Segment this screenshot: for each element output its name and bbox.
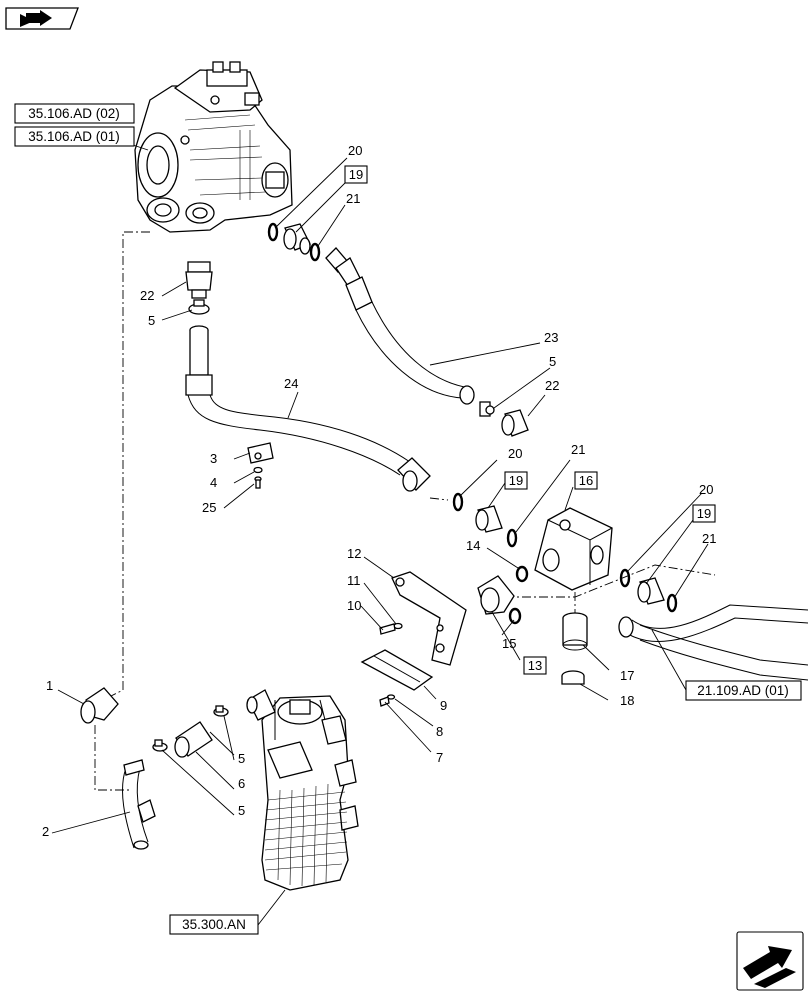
- svg-text:21: 21: [346, 191, 360, 206]
- svg-text:22: 22: [140, 288, 154, 303]
- o-ring-20-top: [267, 222, 279, 242]
- callout-box-19-top: 19: [344, 165, 368, 184]
- svg-text:8: 8: [436, 724, 443, 739]
- hose-2: [121, 759, 156, 850]
- ref-box-35-106-ad-02[interactable]: 35.106.AD (02): [14, 103, 135, 124]
- callout-box-19-mid: 19: [504, 471, 528, 490]
- bracket-3: [247, 442, 274, 464]
- o-ring-15: [508, 607, 522, 625]
- clamp-5-left: [188, 299, 210, 315]
- svg-text:14: 14: [466, 538, 480, 553]
- bracket-12: [391, 571, 467, 666]
- screw-25: [254, 476, 262, 489]
- svg-text:35.300.AN: 35.300.AN: [182, 917, 246, 932]
- clamp-5-bottom-a: [152, 739, 168, 752]
- washer-4: [253, 466, 263, 474]
- svg-text:9: 9: [440, 698, 447, 713]
- svg-text:22: 22: [545, 378, 559, 393]
- o-ring-21-mid: [506, 528, 518, 548]
- fitting-1: [80, 687, 119, 724]
- svg-text:2: 2: [42, 824, 49, 839]
- svg-text:15: 15: [502, 636, 516, 651]
- svg-text:20: 20: [348, 143, 362, 158]
- svg-text:7: 7: [436, 750, 443, 765]
- adapter-22-left: [185, 261, 213, 299]
- svg-text:35.106.AD (01): 35.106.AD (01): [28, 129, 120, 144]
- svg-text:19: 19: [697, 506, 711, 521]
- hose-6: [174, 721, 213, 758]
- svg-text:6: 6: [238, 776, 245, 791]
- svg-text:3: 3: [210, 451, 217, 466]
- next-page-arrow-icon[interactable]: [736, 931, 804, 991]
- callout-numbers: 20 21 22 5 24 23 5 22 3 4 25 20 21 14 15…: [42, 143, 716, 839]
- adapter-19-right: [637, 577, 665, 605]
- ghost-hoses: [618, 604, 808, 681]
- adapter-19-mid: [475, 505, 503, 533]
- svg-text:17: 17: [620, 668, 634, 683]
- svg-text:5: 5: [148, 313, 155, 328]
- svg-text:11: 11: [347, 573, 361, 588]
- elbow-13: [477, 575, 515, 615]
- clamp-5-bottom-b: [213, 705, 229, 717]
- svg-text:19: 19: [349, 167, 363, 182]
- callout-box-19-right: 19: [692, 504, 716, 523]
- adapter-19-top: [283, 223, 311, 255]
- svg-text:5: 5: [238, 751, 245, 766]
- sleeve-17: [562, 612, 588, 651]
- svg-text:19: 19: [509, 473, 523, 488]
- callout-box-13: 13: [523, 656, 547, 675]
- plate-9: [360, 649, 434, 691]
- svg-text:12: 12: [347, 546, 361, 561]
- clamp-5-upper: [479, 401, 495, 417]
- svg-text:18: 18: [620, 693, 634, 708]
- svg-text:35.106.AD (02): 35.106.AD (02): [28, 106, 120, 121]
- svg-text:20: 20: [508, 446, 522, 461]
- svg-text:21: 21: [571, 442, 585, 457]
- cap-18: [561, 670, 585, 685]
- o-ring-21-top: [309, 242, 321, 262]
- ref-box-35-106-ad-01[interactable]: 35.106.AD (01): [14, 126, 135, 147]
- ref-box-35-300-an[interactable]: 35.300.AN: [169, 914, 259, 935]
- svg-text:21.109.AD (01): 21.109.AD (01): [697, 683, 789, 698]
- svg-text:20: 20: [699, 482, 713, 497]
- hydraulic-pump: [134, 61, 293, 233]
- leader-lines: [51, 144, 709, 926]
- svg-text:16: 16: [579, 473, 593, 488]
- o-ring-20-right: [619, 568, 631, 588]
- svg-text:5: 5: [238, 803, 245, 818]
- callout-box-16: 16: [574, 471, 598, 490]
- svg-text:23: 23: [544, 330, 558, 345]
- hose-23: [325, 247, 475, 405]
- svg-text:24: 24: [284, 376, 298, 391]
- hose-24: [185, 325, 431, 492]
- adapter-22-right: [501, 409, 529, 437]
- o-ring-14: [515, 565, 529, 583]
- svg-text:1: 1: [46, 678, 53, 693]
- svg-text:5: 5: [549, 354, 556, 369]
- svg-text:13: 13: [528, 658, 542, 673]
- svg-text:25: 25: [202, 500, 216, 515]
- svg-text:4: 4: [210, 475, 217, 490]
- ref-box-21-109-ad-01[interactable]: 21.109.AD (01): [685, 680, 802, 701]
- svg-text:10: 10: [347, 598, 361, 613]
- book-arrow-icon[interactable]: [5, 7, 79, 30]
- o-ring-20-mid: [452, 492, 464, 512]
- washer-11-bolt-10: [379, 622, 403, 635]
- filter-housing: [246, 689, 359, 891]
- o-ring-21-right: [666, 593, 678, 613]
- valve-block-16: [534, 507, 613, 591]
- svg-text:21: 21: [702, 531, 716, 546]
